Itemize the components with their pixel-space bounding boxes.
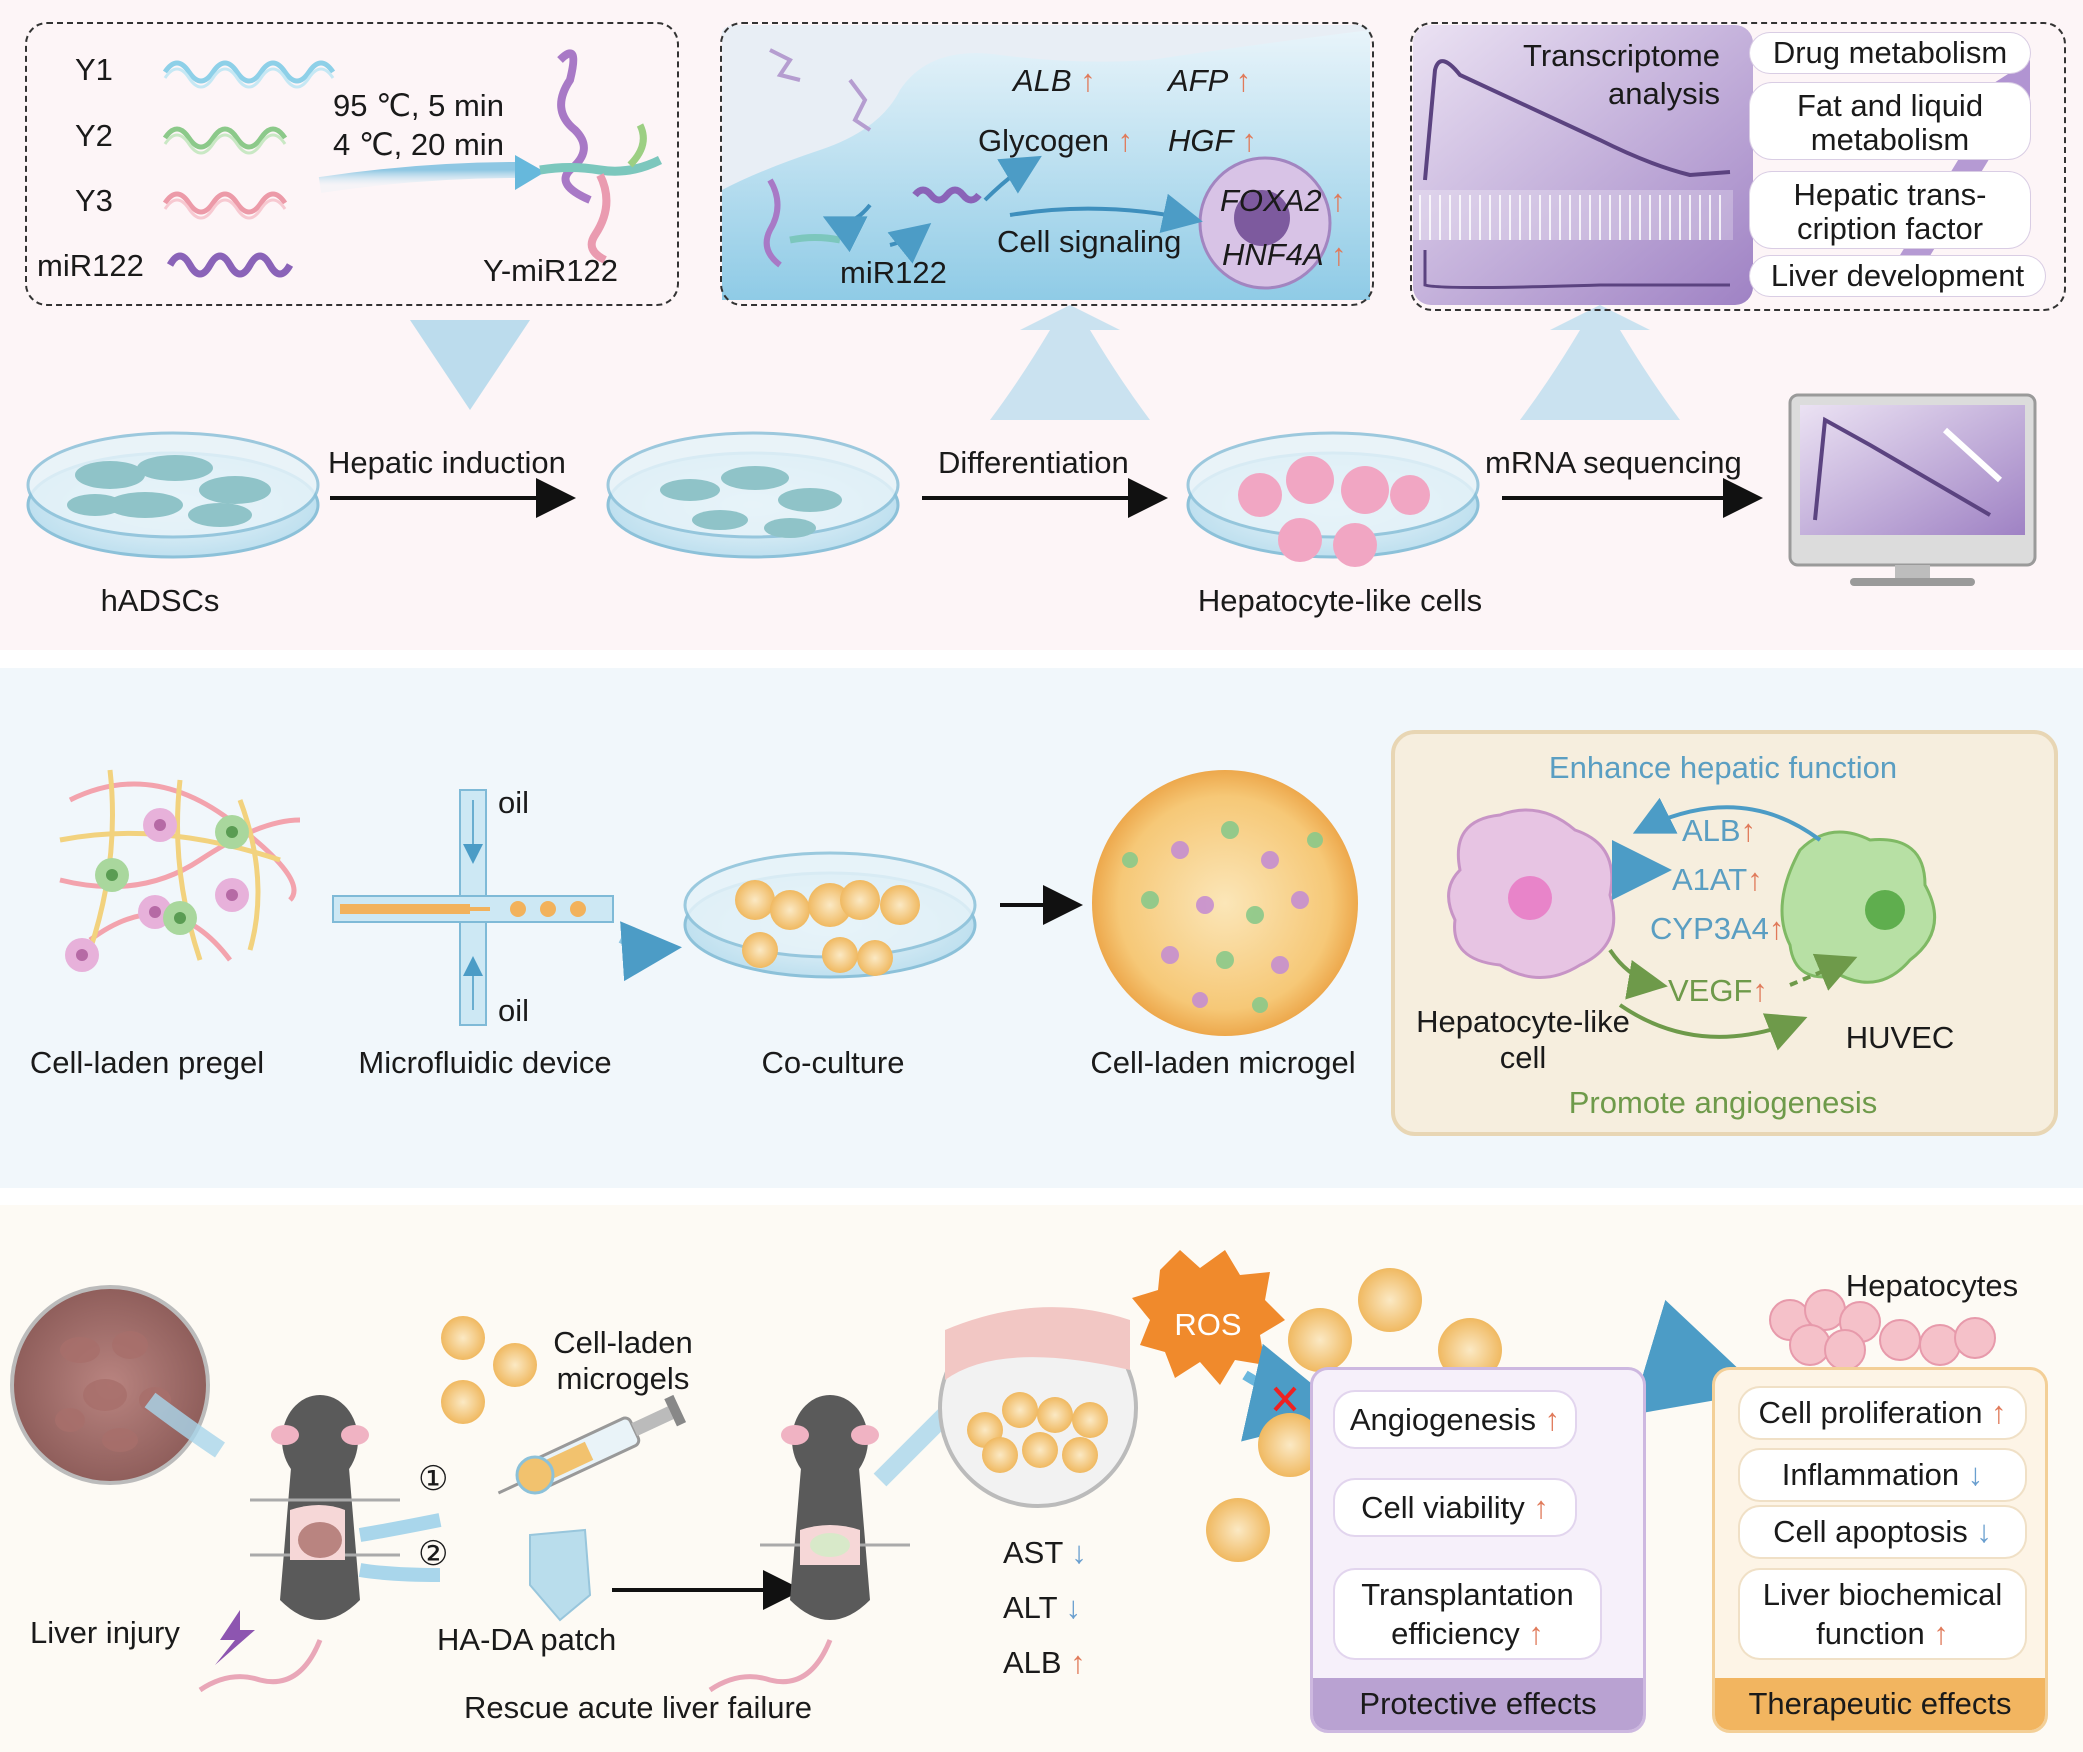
protective-effects-footer: Protective effects bbox=[1313, 1678, 1643, 1730]
protective-item-viability: Cell viability ↑ bbox=[1335, 1480, 1575, 1535]
gene-foxa2: FOXA2 ↑ bbox=[1220, 183, 1346, 218]
marker-alb: ALB↑ bbox=[1682, 813, 1757, 848]
microgels-label: Cell-laden microgels bbox=[553, 1325, 693, 1396]
pill-hepatic-transcription: Hepatic trans- cription factor bbox=[1750, 172, 2030, 248]
transcriptome-panel bbox=[1410, 22, 2066, 311]
pill-liver-development: Liver development bbox=[1750, 256, 2045, 296]
marker-alb-serum: ALB ↑ bbox=[1003, 1645, 1086, 1680]
strand-y2-label: Y2 bbox=[75, 118, 113, 153]
pregel-label: Cell-laden pregel bbox=[29, 1045, 265, 1080]
therapeutic-item-inflammation: Inflammation ↓ bbox=[1740, 1450, 2025, 1500]
cell-signaling-label: Cell signaling bbox=[997, 224, 1182, 259]
product-label: Y-miR122 bbox=[483, 253, 618, 288]
mir122-label: miR122 bbox=[840, 255, 947, 290]
strand-y1-label: Y1 bbox=[75, 52, 113, 87]
pill-fat-metabolism: Fat and liquid metabolism bbox=[1750, 83, 2030, 159]
protective-item-angiogenesis: Angiogenesis ↑ bbox=[1335, 1392, 1575, 1447]
microfluidic-label: Microfluidic device bbox=[358, 1045, 612, 1080]
synthesis-panel bbox=[25, 22, 679, 306]
step-differentiation: Differentiation bbox=[938, 445, 1129, 480]
transcriptome-title-1: Transcriptome bbox=[1523, 38, 1720, 73]
hepatocyte-like-cell-label: Hepatocyte-like cell bbox=[1416, 1004, 1630, 1075]
therapeutic-effects-box: Cell proliferation ↑ Inflammation ↓ Cell… bbox=[1712, 1367, 2048, 1733]
marker-vegf: VEGF↑ bbox=[1668, 973, 1768, 1008]
pill-drug-metabolism: Drug metabolism bbox=[1750, 33, 2030, 73]
strand-y3-label: Y3 bbox=[75, 183, 113, 218]
gene-alb: ALB ↑ bbox=[1013, 63, 1096, 98]
promote-angiogenesis-label: Promote angiogenesis bbox=[1568, 1085, 1878, 1120]
marker-cyp3a4: CYP3A4↑ bbox=[1650, 911, 1785, 946]
protective-item-transplantation: Transplantation efficiency ↑ bbox=[1335, 1570, 1600, 1658]
huvec-label: HUVEC bbox=[1845, 1020, 1955, 1055]
hepatocyte-like-cells-label: Hepatocyte-like cells bbox=[1197, 583, 1483, 618]
route-2-marker: ② bbox=[418, 1535, 449, 1573]
ros-label: ROS bbox=[1174, 1307, 1242, 1342]
liver-injury-label: Liver injury bbox=[30, 1615, 180, 1650]
step-mrna-sequencing: mRNA sequencing bbox=[1485, 445, 1742, 480]
annealing-condition-1: 95 ℃, 5 min bbox=[333, 88, 504, 123]
gene-hnf4a: HNF4A ↑ bbox=[1222, 237, 1347, 272]
therapeutic-item-apoptosis: Cell apoptosis ↓ bbox=[1740, 1507, 2025, 1557]
hepatocytes-label: Hepatocytes bbox=[1845, 1268, 2019, 1303]
oil-bottom-label: oil bbox=[498, 993, 530, 1028]
marker-ast: AST ↓ bbox=[1003, 1535, 1087, 1570]
glycogen-label: Glycogen ↑ bbox=[978, 123, 1134, 158]
therapeutic-effects-footer: Therapeutic effects bbox=[1715, 1678, 2045, 1730]
enhance-function-title: Enhance hepatic function bbox=[1548, 750, 1898, 785]
oil-top-label: oil bbox=[498, 785, 530, 820]
step-hepatic-induction: Hepatic induction bbox=[328, 445, 566, 480]
transcriptome-title-2: analysis bbox=[1608, 76, 1720, 111]
mechanism-panel bbox=[720, 22, 1374, 306]
gene-hgf: HGF ↑ bbox=[1168, 123, 1258, 158]
annealing-condition-2: 4 ℃, 20 min bbox=[333, 127, 504, 162]
marker-alt: ALT ↓ bbox=[1003, 1590, 1082, 1625]
coculture-label: Co-culture bbox=[761, 1045, 905, 1080]
gene-afp: AFP ↑ bbox=[1168, 63, 1252, 98]
therapeutic-item-biochemical: Liver biochemical function ↑ bbox=[1740, 1570, 2025, 1658]
strand-mir122-label: miR122 bbox=[37, 248, 144, 283]
therapeutic-item-proliferation: Cell proliferation ↑ bbox=[1740, 1388, 2025, 1438]
route-1-marker: ① bbox=[418, 1460, 449, 1498]
hadscs-label: hADSCs bbox=[100, 583, 220, 618]
protective-effects-box: Angiogenesis ↑ Cell viability ↑ Transpla… bbox=[1310, 1367, 1646, 1733]
marker-a1at: A1AT↑ bbox=[1672, 862, 1763, 897]
hada-patch-label: HA-DA patch bbox=[437, 1622, 617, 1657]
microgel-label: Cell-laden microgel bbox=[1090, 1045, 1356, 1080]
rescue-label: Rescue acute liver failure bbox=[463, 1690, 813, 1725]
